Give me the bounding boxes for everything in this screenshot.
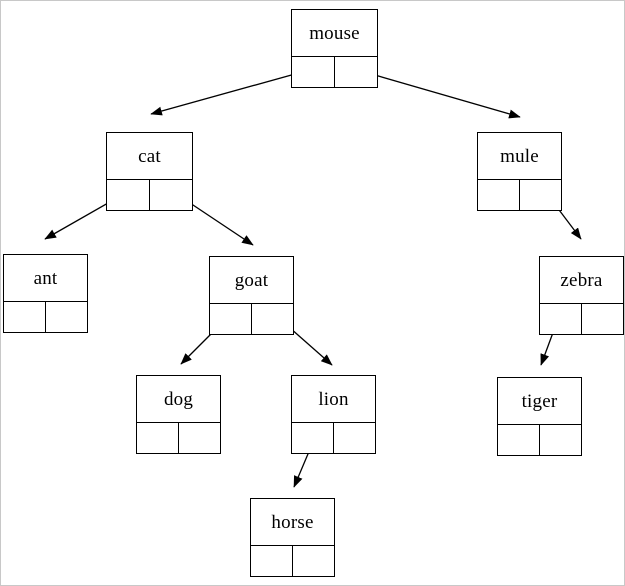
node-label-tiger: tiger — [498, 378, 581, 425]
node-label-cat: cat — [107, 133, 192, 180]
left-pointer-cell-tiger[interactable] — [498, 425, 540, 455]
left-pointer-cell-lion[interactable] — [292, 423, 334, 453]
node-label-horse: horse — [251, 499, 334, 546]
tree-node-tiger[interactable]: tiger — [497, 377, 582, 456]
edge-mouse-left-cat — [150, 68, 314, 116]
node-label-goat: goat — [210, 257, 293, 304]
tree-node-mule[interactable]: mule — [477, 132, 562, 211]
left-pointer-cell-mule[interactable] — [478, 180, 520, 210]
right-pointer-cell-goat[interactable] — [252, 304, 293, 334]
node-label-mule: mule — [478, 133, 561, 180]
tree-node-zebra[interactable]: zebra — [539, 256, 624, 335]
left-pointer-cell-zebra[interactable] — [540, 304, 582, 334]
left-pointer-cell-ant[interactable] — [4, 302, 46, 332]
right-pointer-cell-ant[interactable] — [46, 302, 87, 332]
node-label-lion: lion — [292, 376, 375, 423]
tree-node-lion[interactable]: lion — [291, 375, 376, 454]
node-pointers-ant — [4, 302, 87, 332]
node-pointers-dog — [137, 423, 220, 453]
node-pointers-lion — [292, 423, 375, 453]
right-pointer-cell-horse[interactable] — [293, 546, 334, 576]
node-label-dog: dog — [137, 376, 220, 423]
node-label-zebra: zebra — [540, 257, 623, 304]
tree-node-mouse[interactable]: mouse — [291, 9, 378, 88]
node-pointers-mule — [478, 180, 561, 210]
right-pointer-cell-mule[interactable] — [520, 180, 561, 210]
left-pointer-cell-goat[interactable] — [210, 304, 252, 334]
right-pointer-cell-mouse[interactable] — [335, 57, 377, 87]
right-pointer-cell-tiger[interactable] — [540, 425, 581, 455]
node-pointers-goat — [210, 304, 293, 334]
node-label-mouse: mouse — [292, 10, 377, 57]
tree-node-dog[interactable]: dog — [136, 375, 221, 454]
node-label-ant: ant — [4, 255, 87, 302]
left-pointer-cell-mouse[interactable] — [292, 57, 335, 87]
node-pointers-cat — [107, 180, 192, 210]
edge-mouse-right-mule — [353, 68, 521, 119]
left-pointer-cell-horse[interactable] — [251, 546, 293, 576]
node-pointers-horse — [251, 546, 334, 576]
right-pointer-cell-cat[interactable] — [150, 180, 192, 210]
tree-node-ant[interactable]: ant — [3, 254, 88, 333]
right-pointer-cell-zebra[interactable] — [582, 304, 623, 334]
right-pointer-cell-dog[interactable] — [179, 423, 220, 453]
node-pointers-zebra — [540, 304, 623, 334]
tree-node-cat[interactable]: cat — [106, 132, 193, 211]
node-pointers-mouse — [292, 57, 377, 87]
tree-node-horse[interactable]: horse — [250, 498, 335, 577]
left-pointer-cell-cat[interactable] — [107, 180, 150, 210]
tree-node-goat[interactable]: goat — [209, 256, 294, 335]
left-pointer-cell-dog[interactable] — [137, 423, 179, 453]
right-pointer-cell-lion[interactable] — [334, 423, 375, 453]
node-pointers-tiger — [498, 425, 581, 455]
